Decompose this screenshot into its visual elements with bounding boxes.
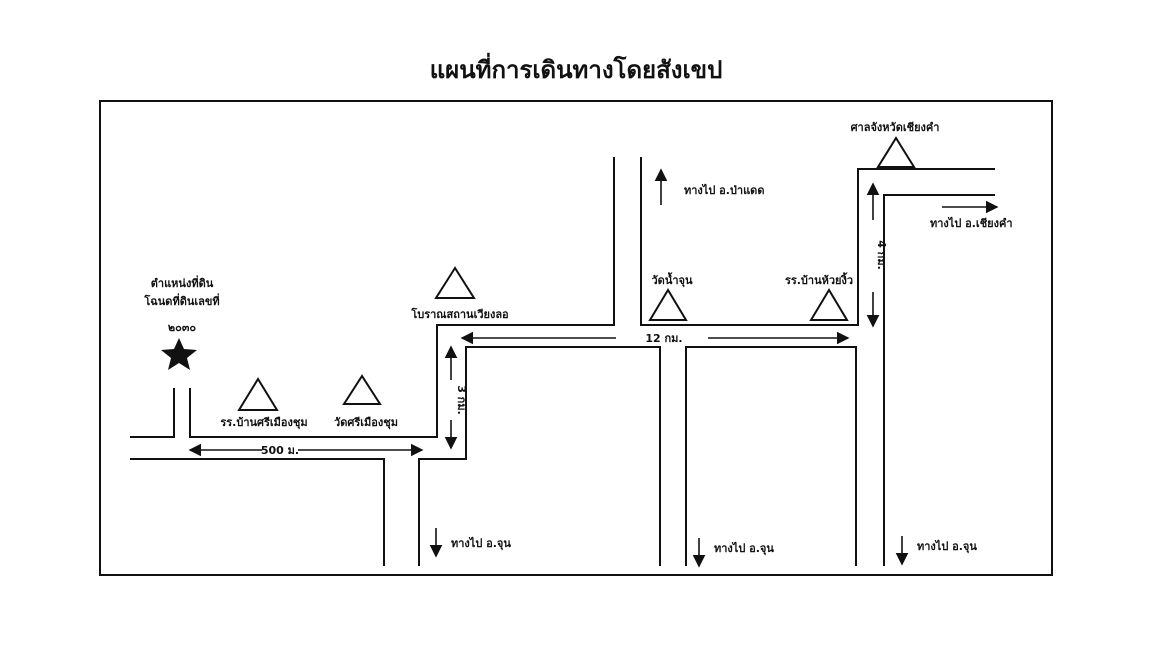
road-right-lower [685,346,857,566]
distance-12km: 12 กม. [645,332,682,345]
direction-to-chun-1: ทางไป อ.จุน [451,536,511,551]
distance-4km: 4 กม. [875,240,888,270]
road-right-upper [640,157,995,326]
landmark-school-sri-mueang-chum: รร.บ้านศรีเมืองชุม [220,416,307,430]
direction-to-chun-3: ทางไป อ.จุน [917,539,977,554]
landmark-wat-nam-chun: วัดน้ำจุน [652,272,693,288]
road-left-upper [130,388,175,438]
landmark-school-huai-ngio: รร.บ้านห้วยงิ้ว [785,272,853,287]
direction-to-chiang-kham: ทางไป อ.เชียงคำ [930,216,1013,230]
triangle-icon [237,377,279,411]
triangle-icon [876,136,916,168]
road-bottom-left [130,458,385,566]
location-label-line1: ตำแหน่งที่ดิน [151,275,214,290]
distance-500m: 500 ม. [261,444,299,457]
star-icon [161,338,197,370]
road-network [130,157,995,566]
road-main-lower [418,346,661,566]
triangle-icon [648,288,688,321]
triangle-icon [809,288,849,321]
landmark-wat-sri-mueang-chum: วัดศรีเมืองชุม [334,416,398,430]
road-main-upper [189,157,615,438]
deed-number: ๒๐๓๐ [168,321,196,334]
road-far-right [883,194,995,566]
triangle-icon [434,266,476,299]
landmark-ancient-site: โบราณสถานเวียงลอ [410,307,508,321]
direction-to-chun-2: ทางไป อ.จุน [714,541,774,556]
direction-to-pa-daet: ทางไป อ.ป่าแดด [684,183,764,197]
landmark-shrine-chiang-kham: ศาลจังหวัดเชียงคำ [851,121,940,134]
distance-3km: 3 กม. [455,385,468,415]
triangle-icon [342,374,382,405]
map-frame [99,100,1053,576]
location-label-line2: โฉนดที่ดินเลขที่ [143,293,219,308]
map-title: แผนที่การเดินทางโดยสังเขป [430,52,723,84]
